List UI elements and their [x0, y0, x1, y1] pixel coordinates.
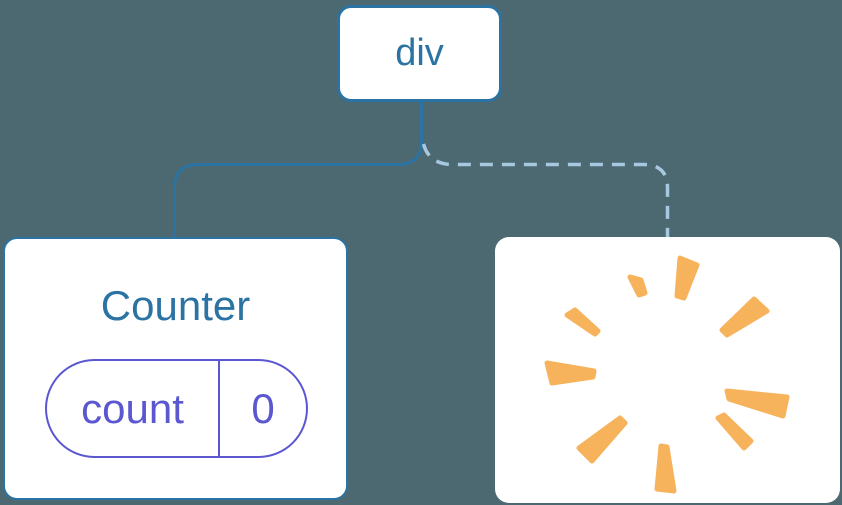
edge-dashed [421, 143, 670, 239]
counter-title: Counter [100, 282, 251, 329]
root-node-label: div [395, 32, 444, 74]
edge-solid [173, 102, 423, 239]
removed-component-card [495, 237, 840, 503]
counter-card: Counter count 0 [3, 237, 348, 500]
pill-divider [218, 361, 220, 456]
state-value-label: 0 [251, 384, 275, 432]
state-key-label: count [81, 384, 184, 432]
poof-starburst-icon [544, 255, 790, 494]
root-node: div [337, 5, 502, 102]
state-pill: count 0 [45, 359, 308, 458]
